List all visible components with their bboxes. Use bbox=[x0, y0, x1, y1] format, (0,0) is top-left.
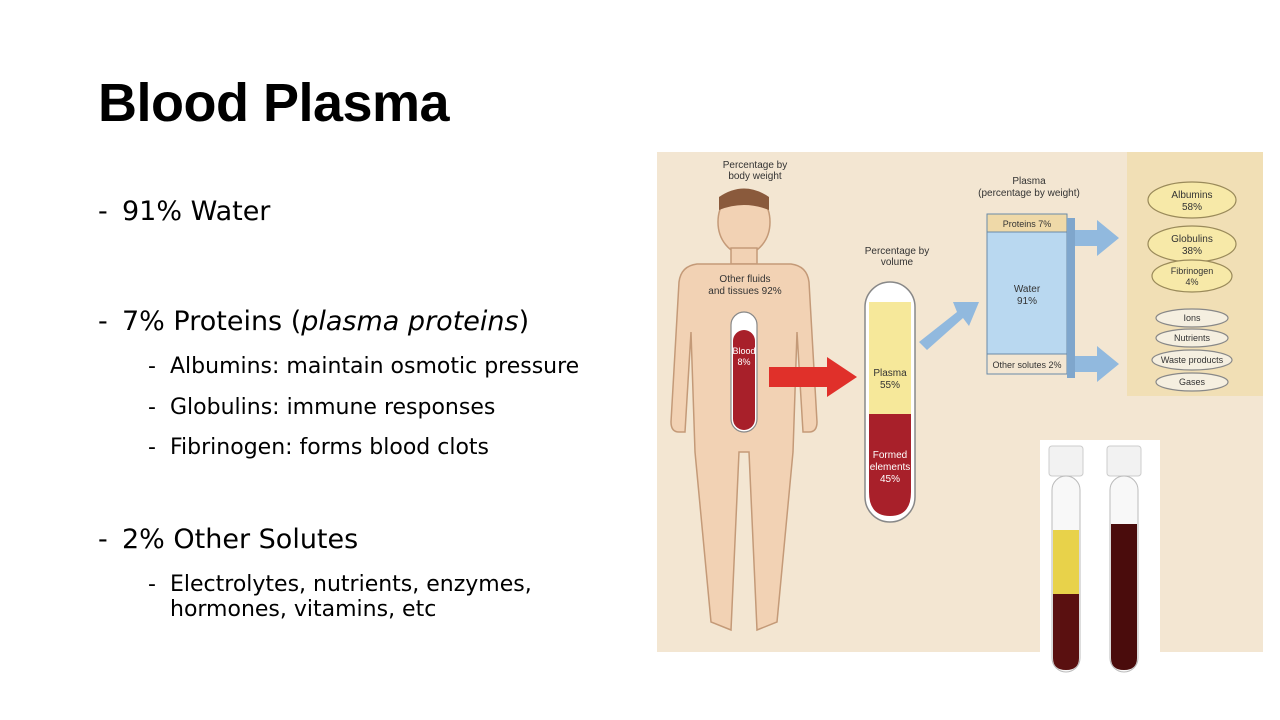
solute-ovals bbox=[1151, 308, 1233, 392]
blue-arrow-solutes-icon bbox=[1067, 346, 1119, 382]
hair-shape bbox=[719, 188, 769, 210]
bullet-solutes: -2% Other Solutes bbox=[98, 524, 359, 555]
formed-elements-label: Formed bbox=[873, 450, 907, 461]
formed-elements-percent: 45% bbox=[880, 474, 900, 485]
plasma-weight-title-line2: (percentage by weight) bbox=[978, 188, 1080, 199]
gases-label: Gases bbox=[1179, 377, 1206, 387]
proteins-label: Proteins 7% bbox=[1003, 219, 1052, 229]
separated-tube-icon bbox=[1048, 445, 1084, 673]
other-fluids-label: Other fluids bbox=[719, 274, 770, 285]
body-weight-title-line2: body weight bbox=[728, 171, 782, 182]
blood-tube-icon bbox=[730, 311, 758, 433]
other-solutes-label: Other solutes 2% bbox=[992, 360, 1061, 370]
other-fluids-label-line2: and tissues 92% bbox=[708, 286, 781, 297]
albumins-percent: 58% bbox=[1182, 202, 1202, 213]
volume-title-line2: volume bbox=[881, 257, 914, 268]
blood-percent: 8% bbox=[737, 357, 750, 367]
blood-composition-diagram: Percentage by body weight Other fluids a… bbox=[657, 152, 1263, 652]
sub-bullet-solutes: -Electrolytes, nutrients, enzymes, hormo… bbox=[148, 572, 532, 622]
slide-title: Blood Plasma bbox=[98, 73, 450, 133]
nutrients-label: Nutrients bbox=[1174, 333, 1211, 343]
fibrinogen-percent: 4% bbox=[1185, 277, 1198, 287]
volume-tube-icon bbox=[864, 281, 916, 523]
plasma-percent: 55% bbox=[880, 380, 900, 391]
blue-arrow-icon bbox=[919, 302, 979, 350]
waste-products-label: Waste products bbox=[1161, 355, 1224, 365]
plasma-weight-column bbox=[986, 213, 1075, 378]
sub-bullet-fibrinogen: -Fibrinogen: forms blood clots bbox=[148, 435, 489, 460]
blood-tubes-photo bbox=[1040, 440, 1160, 700]
blue-arrow-proteins-icon bbox=[1067, 220, 1119, 256]
fibrinogen-label: Fibrinogen bbox=[1171, 266, 1214, 276]
plasma-label: Plasma bbox=[873, 368, 907, 379]
ions-label: Ions bbox=[1183, 313, 1201, 323]
water-label: Water bbox=[1014, 284, 1041, 295]
red-arrow-icon bbox=[769, 357, 857, 397]
albumins-label: Albumins bbox=[1171, 190, 1212, 201]
body-weight-title: Percentage by bbox=[723, 160, 788, 171]
formed-elements-label-line2: elements bbox=[870, 462, 911, 473]
bullet-proteins: -7% Proteins (plasma proteins) bbox=[98, 306, 530, 337]
sub-bullet-albumins: -Albumins: maintain osmotic pressure bbox=[148, 354, 580, 379]
blood-label: Blood bbox=[732, 346, 755, 356]
plasma-weight-title: Plasma bbox=[1012, 176, 1046, 187]
globulins-label: Globulins bbox=[1171, 234, 1213, 245]
volume-title: Percentage by bbox=[865, 246, 930, 257]
whole-blood-tube-icon bbox=[1106, 445, 1142, 673]
globulins-percent: 38% bbox=[1182, 246, 1202, 257]
protein-ovals bbox=[1147, 181, 1237, 293]
water-percent: 91% bbox=[1017, 296, 1037, 307]
bullet-water: -91% Water bbox=[98, 196, 271, 227]
sub-bullet-globulins: -Globulins: immune responses bbox=[148, 395, 496, 420]
